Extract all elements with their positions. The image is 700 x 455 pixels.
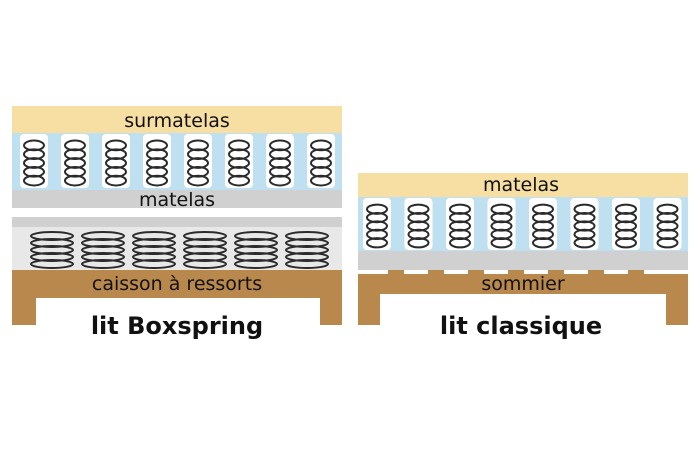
slat xyxy=(628,270,644,292)
open-coil xyxy=(285,231,329,269)
slat xyxy=(548,270,564,292)
classic-left-leg xyxy=(358,274,380,325)
slat xyxy=(468,270,484,292)
classic-caption: lit classique xyxy=(440,312,602,340)
open-coil xyxy=(81,231,125,269)
boxspring-topper-label: surmatelas xyxy=(124,110,230,132)
open-coil xyxy=(234,231,278,269)
pocket-spring xyxy=(143,134,171,188)
classic-pocket-springs xyxy=(363,198,682,250)
slat xyxy=(428,270,444,292)
classic-mattress-label: matelas xyxy=(483,174,559,196)
pocket-spring xyxy=(570,198,599,250)
open-coil xyxy=(30,231,74,269)
boxspring-mattress-band xyxy=(12,190,342,208)
classic-support-band xyxy=(358,250,688,270)
pocket-spring xyxy=(653,198,682,250)
slat xyxy=(388,270,404,292)
classic-slats xyxy=(388,270,644,292)
pocket-spring xyxy=(102,134,130,188)
boxspring-bed: caisson à ressorts matelas surmatelas li… xyxy=(12,106,342,340)
pocket-spring xyxy=(184,134,212,188)
classic-right-leg xyxy=(666,274,688,325)
boxspring-wood-frame xyxy=(12,270,342,325)
pocket-spring xyxy=(404,198,433,250)
pocket-spring xyxy=(612,198,640,250)
pocket-spring xyxy=(266,134,294,188)
classic-base-label: sommier xyxy=(481,273,565,295)
pocket-spring xyxy=(61,134,89,188)
pocket-spring xyxy=(363,198,391,250)
boxspring-box-top-band xyxy=(12,217,342,227)
open-coil xyxy=(132,231,176,269)
pocket-spring xyxy=(529,198,557,250)
pocket-spring xyxy=(20,134,48,188)
slat xyxy=(508,270,524,292)
pocket-spring xyxy=(307,134,335,188)
pocket-spring xyxy=(446,198,474,250)
boxspring-open-coils xyxy=(30,231,329,269)
boxspring-base-label: caisson à ressorts xyxy=(92,273,262,295)
slat xyxy=(588,270,604,292)
pocket-spring xyxy=(225,134,253,188)
boxspring-mattress-label: matelas xyxy=(139,189,215,211)
boxspring-pocket-springs xyxy=(20,134,335,188)
pocket-spring xyxy=(487,198,516,250)
boxspring-topper xyxy=(12,106,342,133)
classic-bed: sommier matelas lit classique xyxy=(358,173,688,340)
classic-mattress-band xyxy=(358,173,688,197)
boxspring-caption: lit Boxspring xyxy=(91,312,263,340)
open-coil xyxy=(183,231,227,269)
